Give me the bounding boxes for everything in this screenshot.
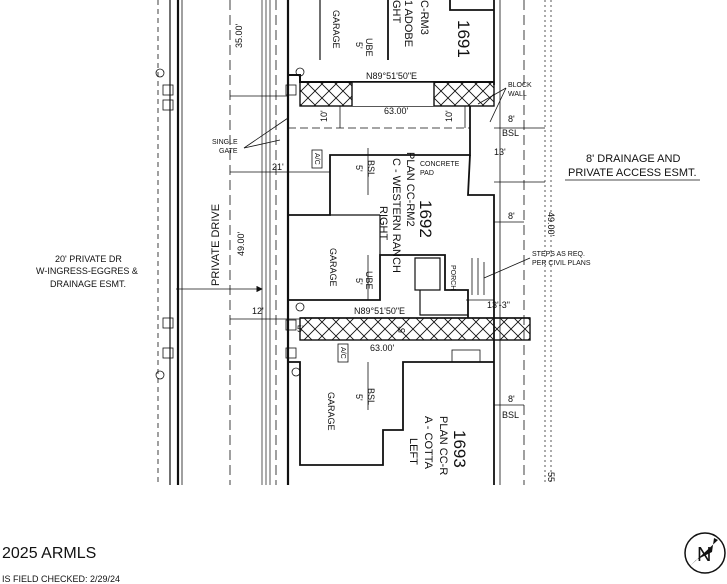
block-wall-line-1: BLOCK — [508, 82, 532, 89]
easement-right-line-1: 8' DRAINAGE AND — [586, 153, 680, 165]
north-arrow: N — [684, 532, 726, 574]
dim-55: 55 — [546, 472, 556, 482]
dim-63-top: 63.00' — [384, 106, 409, 116]
dim-21: 21' — [272, 162, 284, 172]
lot-1691-line-1: C-RM3 — [418, 0, 430, 35]
porch-label: PORCH — [449, 265, 456, 290]
setback-5-1693: 5' — [354, 394, 364, 401]
dim-10-left: 10' — [319, 110, 329, 122]
dim-49-left: 49.00' — [236, 231, 246, 256]
dim-8-bottom: 8' — [508, 394, 515, 404]
steps-note-line-1: STEPS AS REQ. — [532, 251, 585, 258]
lot-1693-number: 1693 — [450, 430, 469, 468]
garage-label-1693: GARAGE — [326, 392, 336, 431]
lot-1692-number: 1692 — [416, 200, 435, 238]
lot-1691-line-2: 1 ADOBE — [402, 0, 414, 47]
bsl-top-right: BSL — [502, 128, 519, 138]
north-arrow-label: N — [697, 544, 711, 566]
dim-12: 12' — [252, 306, 264, 316]
single-gate-line-1: SINGLE — [212, 139, 238, 146]
easement-right-line-2: PRIVATE ACCESS ESMT. — [568, 167, 697, 179]
dim-49-right: 49.00' — [546, 212, 556, 237]
bsl-bottom-right: BSL — [502, 410, 519, 420]
garage-label-1691: GARAGE — [331, 10, 341, 49]
field-checked-note: IS FIELD CHECKED: 2/29/24 — [2, 574, 121, 584]
private-drive-label: PRIVATE DRIVE — [210, 204, 222, 286]
dim-63-mid: 63.00' — [370, 343, 395, 353]
lot-1693-line-2: A - COTTA — [422, 416, 434, 470]
dim-13: 13' — [494, 147, 506, 157]
garage-label-1692: GARAGE — [328, 248, 338, 287]
steps-note-line-2: PER CIVIL PLANS — [532, 260, 591, 267]
concrete-pad-line-2: PAD — [420, 170, 434, 177]
bearing-top: N89°51'50"E — [366, 71, 417, 81]
dim-35: 35.00' — [234, 23, 244, 48]
dim-5-left: 5' — [297, 324, 304, 334]
copyright-text: 2025 ARMLS — [2, 545, 97, 562]
lot-1691-line-3: GHT — [390, 0, 402, 24]
ube-label-1692: UBE — [364, 271, 374, 290]
easement-left-line-2: W-INGRESS-EGGRES & — [36, 266, 138, 276]
lot-1693-line-3: LEFT — [407, 438, 419, 465]
setback-5-wall: 5' — [397, 326, 407, 333]
ac-1692: A/C — [313, 153, 320, 165]
easement-left-line-3: DRAINAGE ESMT. — [50, 279, 126, 289]
dim-10-right: 10' — [444, 110, 454, 122]
plan-labels: 1691 C-RM3 1 ADOBE GHT GARAGE UBE 5' N89… — [36, 0, 697, 482]
concrete-pad-line-1: CONCRETE — [420, 161, 460, 168]
ube-label-1691: UBE — [364, 38, 374, 57]
lot-1692-line-3: RIGHT — [377, 206, 389, 241]
dim-8-top: 8' — [508, 114, 515, 124]
dim-13-3: 13'-3" — [487, 300, 510, 310]
single-gate-line-2: GATE — [219, 148, 238, 155]
block-wall-line-2: WALL — [508, 91, 527, 98]
ac-1693: A/C — [339, 347, 346, 359]
easement-left-line-1: 20' PRIVATE DR — [55, 254, 122, 264]
setback-5-1691: 5' — [354, 42, 364, 49]
lot-1691-number: 1691 — [454, 20, 473, 58]
lot-1693-line-1: PLAN CC-R — [437, 416, 449, 475]
bsl-1692-front: BSL — [366, 160, 376, 177]
setback-5-1692-front: 5' — [354, 165, 364, 172]
north-arrow-pointer-icon — [690, 538, 718, 566]
dim-8-mid: 8' — [508, 211, 515, 221]
plan-linework — [155, 0, 700, 485]
north-arrow-circle-icon — [684, 532, 726, 574]
lot-1692-line-1: PLAN CC-RM2 — [404, 152, 416, 227]
bearing-mid: N89°51'50"E — [354, 306, 405, 316]
setback-5-1692: 5' — [354, 278, 364, 285]
bsl-1693: BSL — [366, 388, 376, 405]
lot-1692-line-2: C - WESTERN RANCH — [390, 158, 402, 273]
